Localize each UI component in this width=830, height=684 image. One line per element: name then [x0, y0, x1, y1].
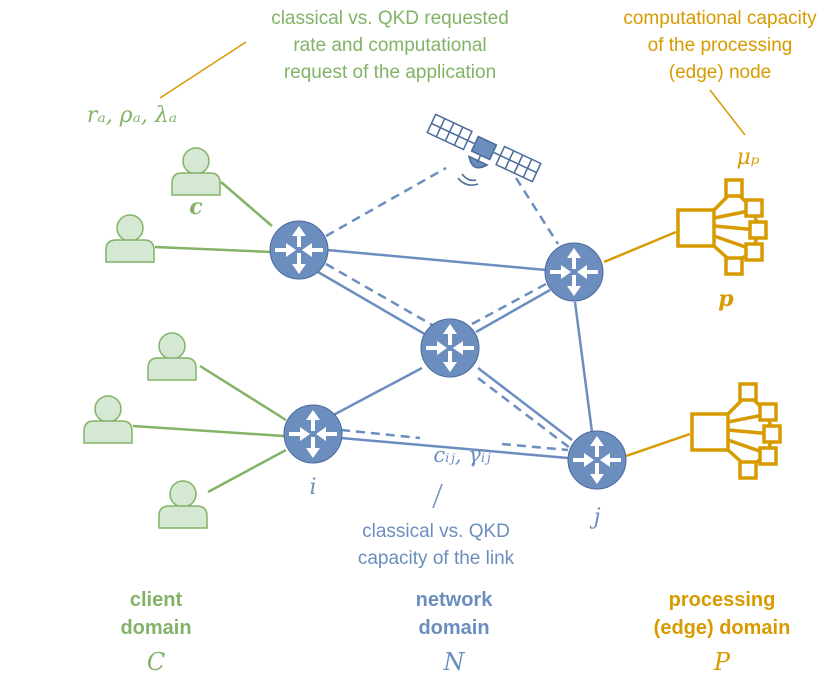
router-icon — [420, 318, 480, 378]
client-link — [154, 245, 273, 254]
client-links — [132, 181, 287, 494]
network-link — [475, 288, 551, 334]
satellite-icon — [426, 113, 542, 183]
annotation-line: request of the application — [284, 62, 496, 83]
client-domain-label: client — [130, 589, 183, 611]
processing-node-icon — [676, 178, 768, 276]
processing-link — [625, 432, 691, 458]
qkd-link — [325, 166, 447, 238]
mu-p-label: μₚ — [736, 145, 759, 170]
network-link — [477, 367, 573, 441]
link-params-label: cᵢⱼ, γᵢⱼ — [433, 443, 491, 467]
router-icon — [269, 220, 329, 280]
router-icon — [283, 404, 343, 464]
qkd-link — [514, 177, 560, 245]
annotation-line: of the processing — [648, 35, 793, 56]
client-domain-label: domain — [120, 617, 191, 639]
network-domain-symbol: N — [443, 648, 466, 676]
link-capacity-leader — [432, 483, 443, 509]
qkd-link — [501, 442, 569, 452]
user-icon — [147, 332, 197, 381]
processing-domain-symbol: P — [713, 648, 731, 676]
client-domain-symbol: C — [147, 648, 165, 676]
annotation-line: rate and computational — [293, 35, 486, 56]
router-icon — [567, 430, 627, 490]
processing-capacity-annotation: computational capacity of the processing… — [623, 8, 817, 83]
network-link — [317, 270, 429, 338]
node-p-label: p — [718, 286, 734, 312]
user-icon — [171, 147, 221, 196]
user-icon — [83, 395, 133, 444]
qkd-link — [325, 262, 435, 328]
client-params-label: rₐ, ρₐ, λₐ — [87, 103, 177, 128]
capacity-leader — [709, 89, 746, 136]
processing-link — [603, 230, 677, 264]
processing-node-icon — [690, 382, 782, 480]
node-j-label: j — [589, 505, 601, 530]
signal-waves-icon — [457, 173, 479, 186]
user-icon — [105, 214, 155, 263]
annotation-line: classical vs. QKD requested — [271, 8, 509, 29]
processing-domain-label: processing — [669, 589, 776, 611]
network-links — [317, 248, 594, 460]
client-request-annotation: classical vs. QKD requested rate and com… — [271, 8, 509, 83]
qkd-link — [340, 428, 421, 440]
network-link — [323, 366, 423, 422]
router-icon — [544, 242, 604, 302]
network-link — [340, 436, 569, 460]
client-c-label: c — [189, 194, 203, 220]
qkd-links — [325, 166, 571, 452]
processing-domain-label: (edge) domain — [654, 617, 791, 639]
client-link — [207, 448, 287, 494]
client-link — [220, 181, 273, 227]
network-link — [573, 301, 594, 433]
node-i-label: i — [309, 475, 316, 500]
network-link — [326, 248, 547, 272]
network-domain-label: domain — [418, 617, 489, 639]
annotation-line: capacity of the link — [358, 548, 515, 569]
qkd-link — [471, 282, 547, 326]
annotation-line: classical vs. QKD — [362, 521, 510, 542]
user-icon — [158, 480, 208, 529]
link-capacity-annotation: classical vs. QKD capacity of the link — [358, 521, 515, 569]
processing-links — [603, 230, 691, 458]
network-domain-label: network — [416, 589, 494, 611]
annotation-line: (edge) node — [669, 62, 771, 83]
client-link — [199, 364, 287, 422]
qkd-link — [477, 377, 571, 449]
client-link — [132, 424, 285, 438]
annotation-line: computational capacity — [623, 8, 817, 29]
client-request-leader — [159, 41, 247, 99]
